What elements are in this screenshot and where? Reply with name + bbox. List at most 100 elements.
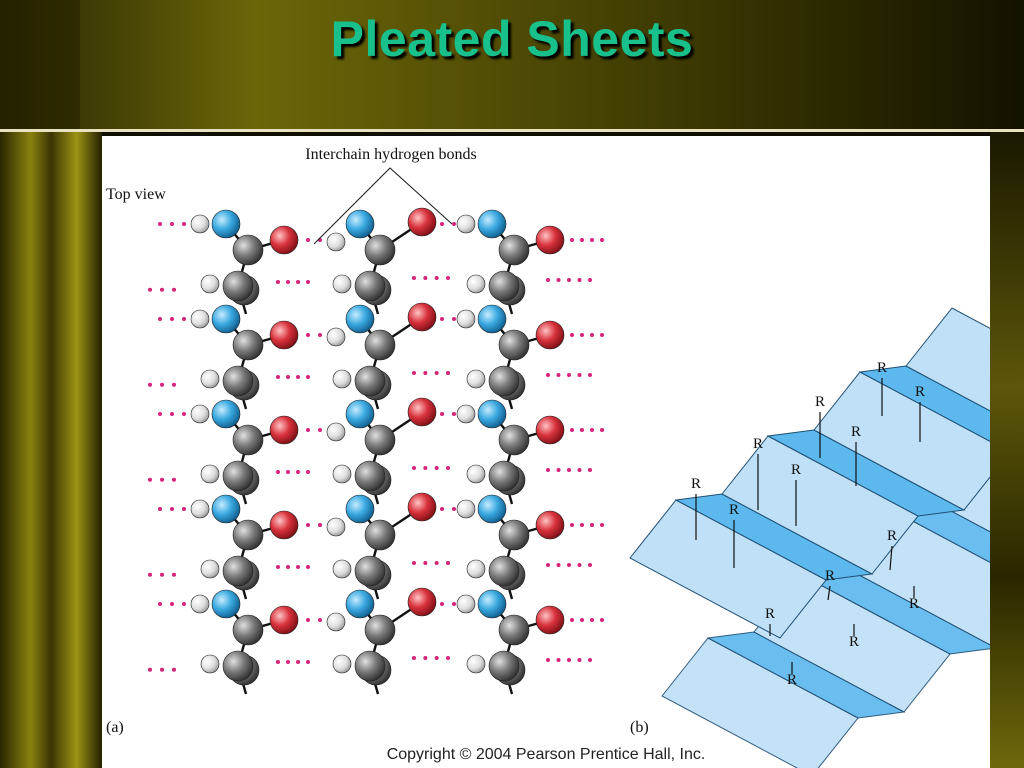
r-group-label: R [887, 528, 897, 544]
hydrogen-bond-dot [600, 618, 604, 622]
carbon-atom [364, 234, 396, 266]
carbon-atom [232, 329, 264, 361]
nitrogen-atom [477, 589, 507, 619]
hydrogen-atom [200, 559, 220, 579]
hydrogen-bond-dot [296, 375, 300, 379]
hydrogen-bond-dot [306, 523, 310, 527]
carbon-atom [488, 650, 520, 682]
figure-panel: Interchain hydrogen bonds Top view (a) R… [102, 136, 990, 768]
carbon-atom [222, 650, 254, 682]
hydrogen-atom [190, 594, 210, 614]
carbon-atom [222, 555, 254, 587]
hydrogen-bond-dot [556, 658, 561, 662]
hydrogen-bond-dot [446, 561, 450, 565]
hydrogen-atom [332, 464, 352, 484]
carbon-atom [364, 519, 396, 551]
oxygen-atom [535, 320, 565, 350]
hydrogen-bond-dot [276, 280, 280, 284]
oxygen-atom [535, 225, 565, 255]
carbon-atom [488, 270, 520, 302]
hydrogen-bond-dot [158, 317, 162, 321]
hydrogen-bond-dot [170, 222, 174, 226]
sheet-pleat [813, 371, 990, 511]
hydrogen-bond-dot [170, 602, 174, 606]
hydrogen-bond-dot [276, 470, 280, 474]
hydrogen-bond-dot [577, 658, 582, 662]
hydrogen-bond-dot [172, 477, 176, 482]
hydrogen-bond-dot [570, 333, 574, 337]
nitrogen-atom [345, 209, 375, 239]
hydrogen-bond-dot [160, 572, 164, 577]
hydrogen-bond-dot [172, 572, 176, 577]
hydrogen-atom [200, 274, 220, 294]
oxygen-atom [535, 605, 565, 635]
hydrogen-bond-dot [172, 667, 176, 672]
hydrogen-bond-dot [306, 660, 310, 664]
oxygen-atom [407, 302, 437, 332]
r-group-label: R [849, 634, 859, 650]
pleated-sheet-ribbons [629, 307, 990, 768]
hydrogen-bond-dot [158, 602, 162, 606]
hydrogen-bond-dot [577, 468, 582, 472]
hydrogen-atom [456, 594, 476, 614]
hydrogen-bond-dot [306, 375, 310, 379]
hydrogen-bond-dot [182, 412, 186, 416]
hydrogen-bond-dot [276, 565, 280, 569]
carbon-atom [222, 270, 254, 302]
r-group-label: R [787, 672, 797, 688]
hydrogen-bond-dot [446, 466, 450, 470]
hydrogen-bond-dot [588, 658, 592, 662]
nitrogen-atom [211, 399, 241, 429]
hydrogen-atom [456, 309, 476, 329]
hydrogen-atom [332, 369, 352, 389]
sheet-pleat [858, 365, 990, 442]
carbon-atom [364, 329, 396, 361]
hydrogen-bond-dot [580, 238, 584, 242]
hydrogen-bond-dot [423, 371, 428, 375]
oxygen-atom [535, 510, 565, 540]
title-divider [0, 129, 1024, 132]
hydrogen-bond-dot [434, 276, 439, 280]
hydrogen-bond-dot [440, 412, 444, 416]
r-group-label: R [729, 502, 739, 518]
hydrogen-bond-dot [556, 563, 561, 567]
hydrogen-bond-dot [588, 373, 592, 377]
hydrogen-bond-dot [170, 507, 174, 511]
hydrogen-bond-dot [546, 373, 550, 377]
oxygen-atom [407, 397, 437, 427]
hydrogen-bond-dot [452, 507, 456, 511]
hydrogen-bond-dot [412, 561, 416, 565]
r-group-label: R [765, 606, 775, 622]
hydrogen-atom [466, 654, 486, 674]
hydrogen-bond-dot [182, 507, 186, 511]
hydrogen-bond-dot [148, 667, 152, 672]
hydrogen-atom [326, 422, 346, 442]
hydrogen-bond-dot [148, 477, 152, 482]
hydrogen-bond-dot [600, 238, 604, 242]
hydrogen-bond-dot [276, 660, 280, 664]
oxygen-atom [407, 587, 437, 617]
hydrogen-bond-dot [567, 373, 571, 377]
hydrogen-atom [200, 464, 220, 484]
hydrogen-atom [456, 499, 476, 519]
hydrogen-atom [190, 214, 210, 234]
hydrogen-bond-dot [452, 602, 456, 606]
carbon-atom [364, 424, 396, 456]
carbon-atom [354, 365, 386, 397]
hydrogen-atom [466, 559, 486, 579]
hydrogen-bond-dot [423, 466, 428, 470]
hydrogen-atom [190, 499, 210, 519]
hydrogen-bond-dot [446, 276, 450, 280]
hydrogen-bond-dot [556, 278, 561, 282]
hydrogen-bond-dot [306, 470, 310, 474]
hydrogen-bond-dot [580, 333, 584, 337]
hydrogen-bond-dot [306, 333, 310, 337]
hydrogen-bond-dot [182, 222, 186, 226]
oxygen-atom [535, 415, 565, 445]
hydrogen-bond-dot [452, 222, 456, 226]
hydrogen-bond-dot [286, 565, 290, 569]
hydrogen-bond-dot [158, 412, 162, 416]
r-group-label: R [851, 424, 861, 440]
hydrogen-atom [332, 654, 352, 674]
